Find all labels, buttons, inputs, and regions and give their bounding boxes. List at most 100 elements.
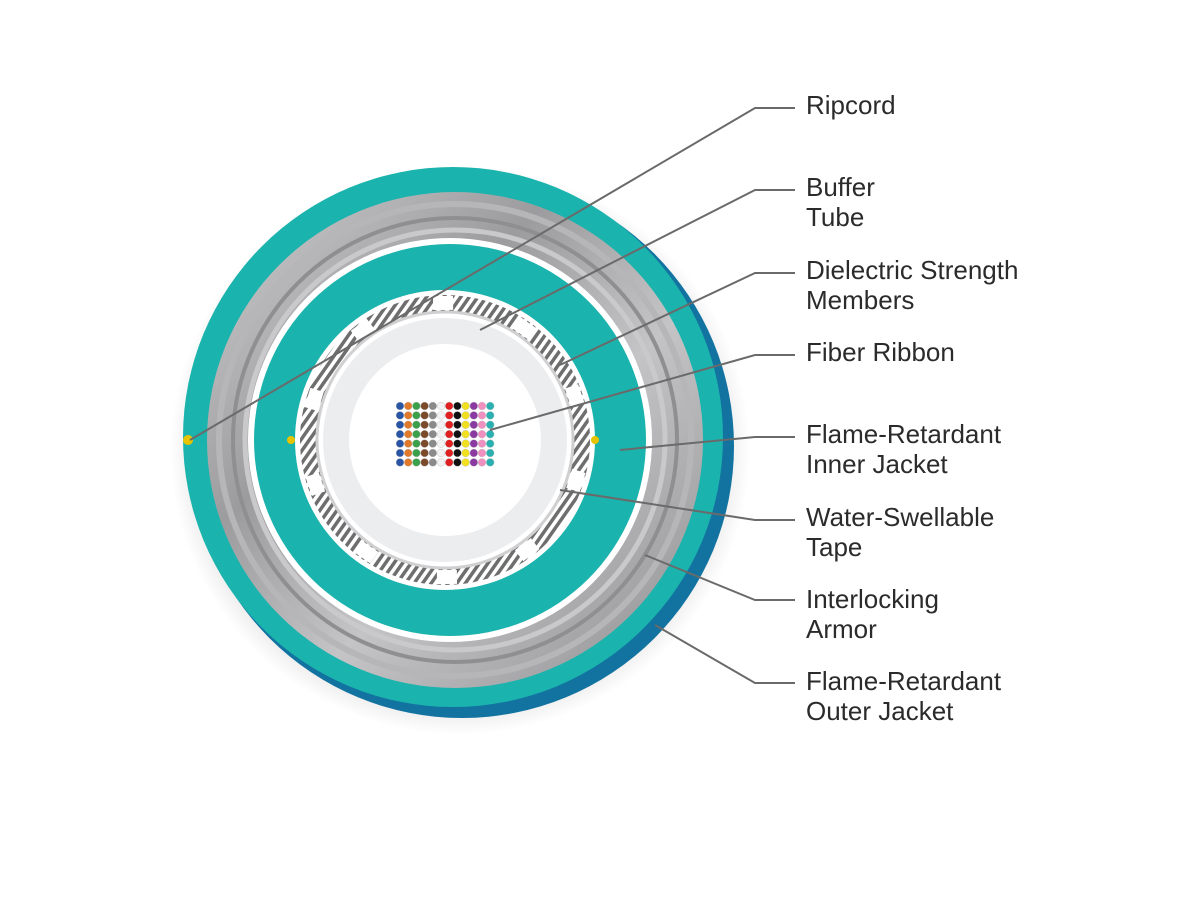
fiber-strand: [469, 420, 478, 429]
fiber-strand: [436, 401, 446, 411]
fiber-strand: [477, 439, 487, 448]
fiber-strand: [428, 430, 437, 439]
fiber-strand: [404, 439, 413, 448]
cable-cross-section: [170, 165, 750, 735]
fiber-strand: [469, 430, 478, 439]
label-outer-jacket-line2: Outer Jacket: [806, 696, 954, 726]
fiber-strand: [436, 448, 446, 458]
fiber-strand: [412, 420, 421, 429]
fiber-strand: [436, 458, 446, 467]
fiber-strand: [412, 401, 421, 411]
fiber-strand: [404, 420, 413, 429]
fiber-strand: [404, 448, 413, 458]
ripcord-inner-right: [591, 436, 599, 444]
fiber-strand: [461, 448, 470, 458]
fiber-strand: [428, 448, 437, 458]
fiber-strand: [486, 401, 495, 411]
label-inner-jacket-line2: Inner Jacket: [806, 449, 948, 479]
fiber-strand: [395, 439, 405, 448]
leader-ripcord: [189, 107, 795, 441]
fiber-strand: [395, 411, 405, 420]
strength-member-separator: [353, 540, 379, 564]
fiber-strand: [404, 401, 413, 411]
fiber-strand: [469, 401, 478, 411]
fiber-strand: [445, 411, 454, 420]
fiber-strand: [477, 420, 487, 429]
fiber-strand: [445, 401, 454, 411]
buffer-tube-core: [349, 344, 541, 536]
fiber-strand: [395, 458, 405, 467]
leader-outer-jacket: [654, 624, 795, 684]
label-outer-jacket-line1: Flame-Retardant: [806, 666, 1002, 696]
strength-member-separators: [304, 295, 586, 585]
fiber-strand: [436, 411, 446, 420]
callout-labels: Ripcord Buffer Tube Dielectric Strength …: [806, 90, 1018, 726]
label-inner-jacket-line1: Flame-Retardant: [806, 419, 1002, 449]
leader-inner-jacket: [619, 436, 795, 451]
fiber-strand: [461, 411, 470, 420]
fiber-strand: [412, 411, 421, 420]
fiber-strand: [461, 401, 470, 411]
strength-member-separator: [564, 384, 585, 408]
fiber-strand: [486, 411, 495, 420]
fiber-strand: [436, 439, 446, 448]
fiber-strand: [420, 430, 429, 439]
label-fiber-ribbon: Fiber Ribbon: [806, 337, 955, 367]
leader-armor: [644, 554, 795, 601]
fiber-strand: [404, 430, 413, 439]
fiber-strand: [436, 420, 446, 429]
fiber-strand: [453, 439, 462, 448]
leader-fiber-ribbon: [489, 354, 795, 431]
label-armor-line1: Interlocking: [806, 584, 939, 614]
strength-member-separator: [566, 468, 586, 493]
fiber-strand: [412, 448, 421, 458]
fiber-strand: [445, 448, 454, 458]
fiber-strand: [436, 430, 446, 439]
fiber-strand: [412, 430, 421, 439]
fiber-strand: [395, 401, 405, 411]
fiber-strand: [477, 401, 487, 411]
fiber-strand: [461, 420, 470, 429]
leader-tape: [559, 489, 795, 521]
label-buffer-tube-line2: Tube: [806, 202, 864, 232]
fiber-strand: [428, 401, 437, 411]
strength-member-separator: [514, 538, 540, 562]
fiber-strand: [469, 411, 478, 420]
fiber-strand: [428, 439, 437, 448]
fiber-strand: [420, 420, 429, 429]
fiber-strand: [469, 458, 478, 467]
fiber-strand: [453, 401, 462, 411]
fiber-strand: [412, 439, 421, 448]
fiber-strand: [486, 458, 495, 467]
armor-ridge-middle: [231, 216, 679, 664]
fiber-strand: [428, 458, 437, 467]
fiber-strand: [469, 439, 478, 448]
fiber-strand: [445, 458, 454, 467]
fiber-strand: [469, 448, 478, 458]
fiber-strand: [420, 448, 429, 458]
armor-ridge-inner: [242, 227, 668, 653]
fiber-strand: [445, 430, 454, 439]
label-tape-line1: Water-Swellable: [806, 502, 994, 532]
fiber-strand: [428, 411, 437, 420]
fiber-strand: [453, 430, 462, 439]
fiber-strand: [395, 430, 405, 439]
leader-buffer-tube: [479, 189, 795, 331]
fiber-strand: [428, 420, 437, 429]
fiber-strand: [486, 430, 495, 439]
fiber-strand: [395, 420, 405, 429]
fiber-strand: [477, 448, 487, 458]
fiber-strand: [486, 439, 495, 448]
fiber-strand: [420, 458, 429, 467]
strength-member-separator: [432, 295, 454, 311]
armor-ridge-outer: [216, 201, 694, 679]
strength-member-separator: [305, 472, 326, 496]
fiber-strand: [453, 411, 462, 420]
fiber-strand: [404, 411, 413, 420]
fiber-strand: [453, 420, 462, 429]
fiber-strand: [404, 458, 413, 467]
ripcord-inner-left: [287, 436, 295, 444]
ripcord-outer: [183, 435, 193, 445]
label-armor-line2: Armor: [806, 614, 877, 644]
